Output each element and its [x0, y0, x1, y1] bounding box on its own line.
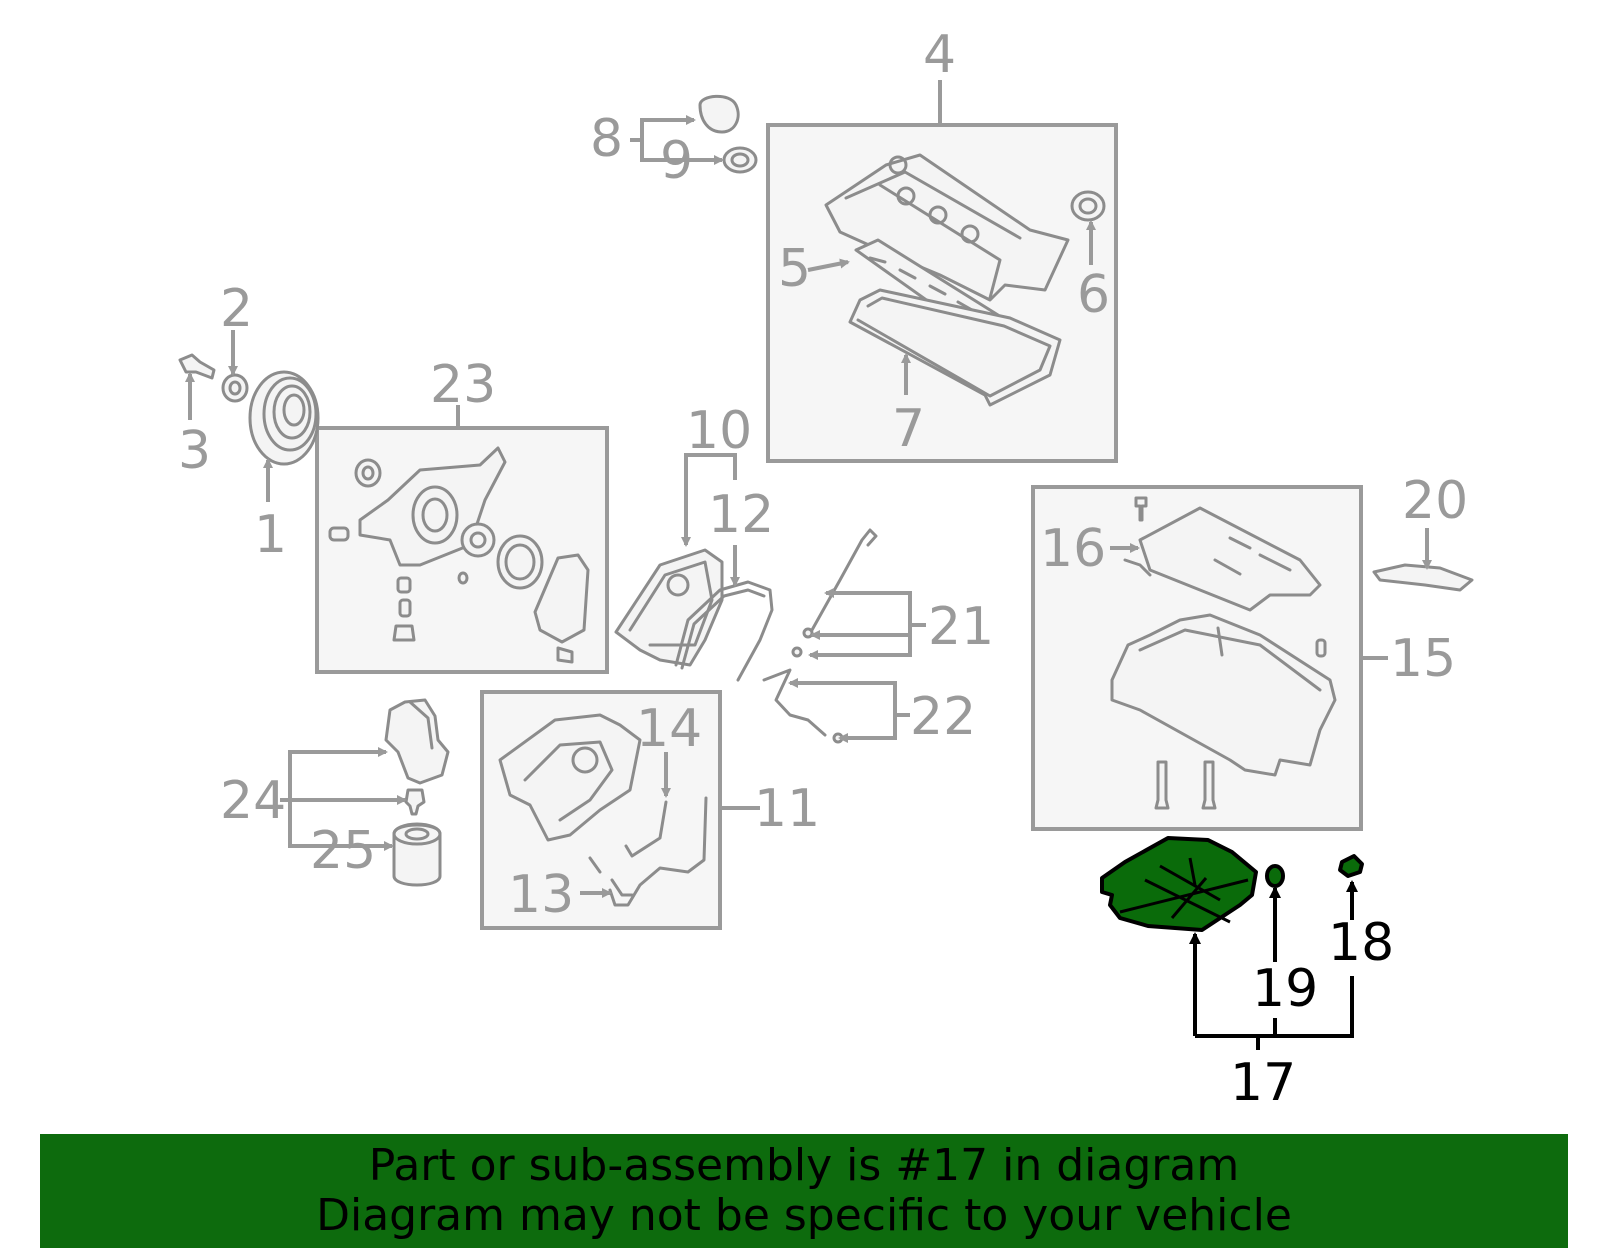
banner-line-2: Diagram may not be specific to your vehi… — [316, 1190, 1292, 1241]
callout-17: 17 — [1230, 1053, 1296, 1113]
callout-5: 5 — [778, 239, 811, 299]
callout-3: 3 — [178, 421, 211, 481]
oil-filter-housing-part[interactable] — [384, 698, 450, 816]
oil-pump-gasket-part[interactable] — [533, 553, 590, 644]
oil-cap-seal-part[interactable] — [1070, 190, 1106, 222]
banner-line-1: Part or sub-assembly is #17 in diagram — [368, 1140, 1240, 1191]
relief-valve-part[interactable] — [392, 571, 574, 664]
lower-oil-pan-part-17[interactable] — [1100, 836, 1258, 932]
oil-pump-gear-part[interactable] — [460, 522, 544, 590]
callout-12: 12 — [708, 485, 774, 545]
callout-13: 13 — [508, 865, 574, 925]
upper-oil-pan-part[interactable] — [1110, 613, 1337, 777]
callout-15: 15 — [1390, 629, 1456, 689]
seal-ring-9-part[interactable] — [722, 146, 758, 174]
leader-lines — [185, 80, 1432, 898]
timing-chain-cover-part[interactable] — [498, 713, 642, 842]
part-notice-banner: Part or sub-assembly is #17 in diagram D… — [40, 1134, 1568, 1248]
callout-4: 4 — [923, 25, 956, 85]
leader-lines-highlight — [1189, 880, 1358, 1050]
callout-16: 16 — [1040, 519, 1106, 579]
bracket-20-part[interactable] — [1372, 563, 1474, 592]
oil-baffle-part[interactable] — [1123, 496, 1322, 612]
callout-19: 19 — [1252, 959, 1318, 1019]
callout-6: 6 — [1077, 265, 1110, 325]
valve-cover-part[interactable] — [824, 153, 1070, 302]
timing-cover-gasket-part[interactable] — [674, 580, 774, 682]
pulley-bolt-part[interactable] — [178, 353, 216, 380]
oil-filter-part[interactable] — [392, 822, 442, 887]
drain-plug-part-18[interactable] — [1338, 854, 1364, 878]
oil-pan-bolts-part[interactable] — [1154, 760, 1217, 810]
washer-part[interactable] — [221, 373, 249, 403]
callout-14: 14 — [636, 699, 702, 759]
callout-7: 7 — [892, 399, 925, 459]
callout-23: 23 — [430, 355, 496, 415]
valve-cover-gasket-7-part[interactable] — [848, 288, 1062, 407]
callout-20: 20 — [1402, 471, 1468, 531]
callout-11: 11 — [754, 779, 820, 839]
callout-8: 8 — [590, 109, 623, 169]
callout-25: 25 — [310, 821, 376, 881]
timing-cover-part[interactable] — [614, 548, 724, 667]
seal-13-part[interactable] — [588, 856, 634, 897]
callout-10: 10 — [686, 401, 752, 461]
drain-plug-gasket-part-19[interactable] — [1265, 864, 1285, 888]
crankshaft-pulley-part[interactable] — [248, 370, 320, 466]
seal-ring-8-part[interactable] — [698, 94, 740, 134]
callout-22: 22 — [910, 687, 976, 747]
callout-18: 18 — [1328, 913, 1394, 973]
callout-24: 24 — [220, 771, 286, 831]
callout-9: 9 — [660, 131, 693, 191]
callout-1: 1 — [254, 505, 287, 565]
callout-2: 2 — [220, 279, 253, 339]
callout-21: 21 — [928, 597, 994, 657]
seal-14-part[interactable] — [608, 796, 708, 907]
